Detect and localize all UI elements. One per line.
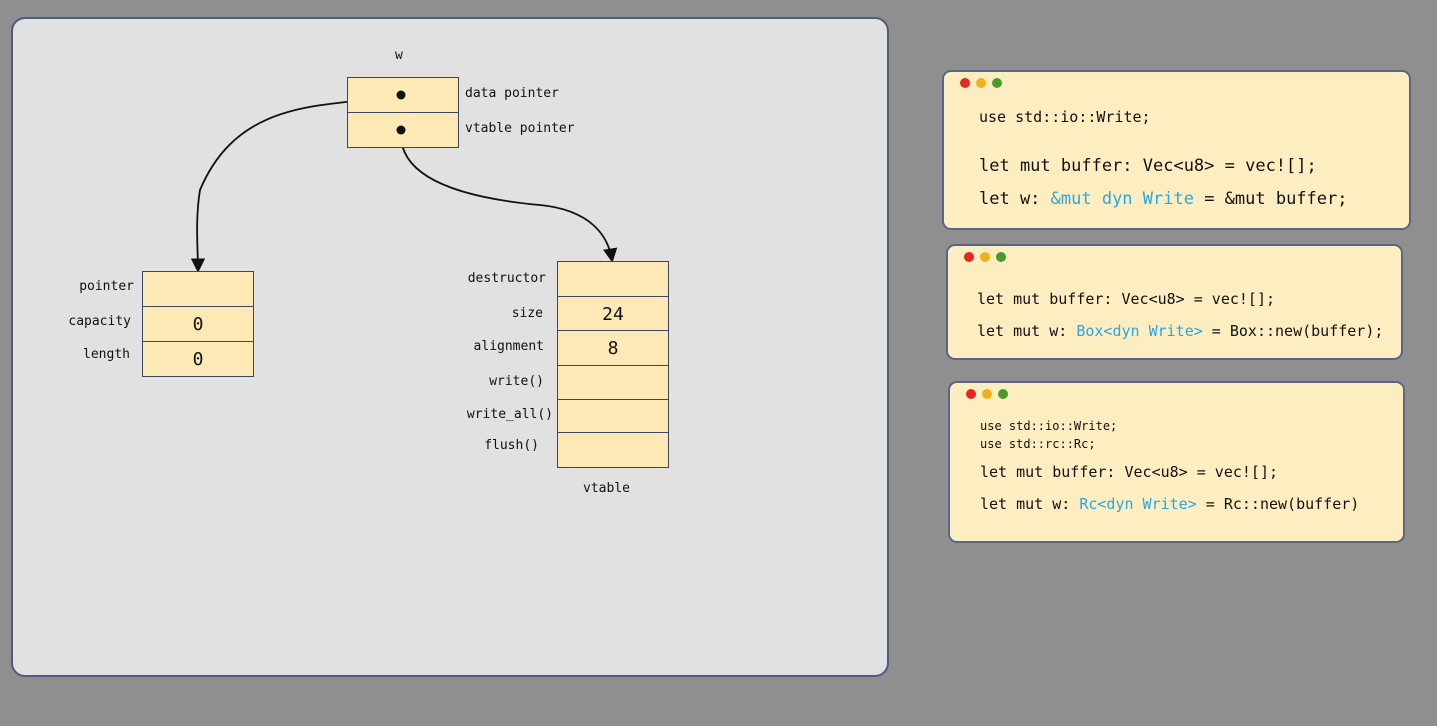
code-line: let mut w: Rc<dyn Write> = Rc::new(buffe… xyxy=(980,495,1360,513)
buffer-pointer-cell xyxy=(142,271,254,307)
window-controls xyxy=(960,78,1002,88)
code-line: let mut buffer: Vec<u8> = vec![]; xyxy=(977,290,1276,308)
vtable-write-all-cell xyxy=(557,399,669,435)
code-line: let mut w: Box<dyn Write> = Box::new(buf… xyxy=(977,322,1384,340)
code-card-ref: use std::io::Write; let mut buffer: Vec<… xyxy=(942,70,1411,230)
close-dot-icon[interactable] xyxy=(960,78,970,88)
buffer-row-label: length xyxy=(83,347,130,362)
vtable-pointer-dot xyxy=(396,125,406,135)
minimize-dot-icon[interactable] xyxy=(980,252,990,262)
code-line: let mut buffer: Vec<u8> = vec![]; xyxy=(980,463,1279,481)
trait-object-type: Box<dyn Write> xyxy=(1076,322,1203,340)
trait-object-type: &mut dyn Write xyxy=(1050,189,1194,209)
close-dot-icon[interactable] xyxy=(966,389,976,399)
vtable-row-label: alignment xyxy=(473,339,544,354)
close-dot-icon[interactable] xyxy=(964,252,974,262)
code-card-box: let mut buffer: Vec<u8> = vec![]; let mu… xyxy=(946,244,1403,360)
w-row-label: vtable pointer xyxy=(465,121,575,136)
code-card-rc: use std::io::Write; use std::rc::Rc; let… xyxy=(948,381,1405,543)
vtable-size-cell: 24 xyxy=(557,296,669,332)
trait-object-type: Rc<dyn Write> xyxy=(1079,495,1197,513)
vtable-flush-cell xyxy=(557,432,669,468)
code-line: use std::io::Write; xyxy=(979,108,1151,126)
buffer-capacity-cell: 0 xyxy=(142,306,254,342)
maximize-dot-icon[interactable] xyxy=(996,252,1006,262)
vtable-alignment-cell: 8 xyxy=(557,330,669,366)
vtable-write-cell xyxy=(557,365,669,401)
vtable-row-label: write() xyxy=(489,374,544,389)
vtable-row-label: destructor xyxy=(467,271,546,286)
window-controls xyxy=(966,389,1008,399)
data-pointer-dot xyxy=(396,90,406,100)
vtable-destructor-cell xyxy=(557,261,669,297)
maximize-dot-icon[interactable] xyxy=(992,78,1002,88)
minimize-dot-icon[interactable] xyxy=(982,389,992,399)
buffer-length-cell: 0 xyxy=(142,341,254,377)
w-row-label: data pointer xyxy=(465,86,559,101)
w-label: w xyxy=(395,48,403,63)
vtable-row-label: size xyxy=(511,306,543,321)
vtable-row-label: write_all() xyxy=(466,407,553,422)
buffer-row-label: capacity xyxy=(68,314,131,329)
maximize-dot-icon[interactable] xyxy=(998,389,1008,399)
vtable-label: vtable xyxy=(583,481,630,496)
code-line: use std::io::Write; xyxy=(980,419,1118,433)
vtable-row-label: flush() xyxy=(484,438,539,453)
code-line: use std::rc::Rc; xyxy=(980,437,1096,451)
window-controls xyxy=(964,252,1006,262)
buffer-row-label: pointer xyxy=(79,279,134,294)
minimize-dot-icon[interactable] xyxy=(976,78,986,88)
code-line: let w: &mut dyn Write = &mut buffer; xyxy=(979,189,1348,209)
code-line: let mut buffer: Vec<u8> = vec![]; xyxy=(979,156,1317,176)
